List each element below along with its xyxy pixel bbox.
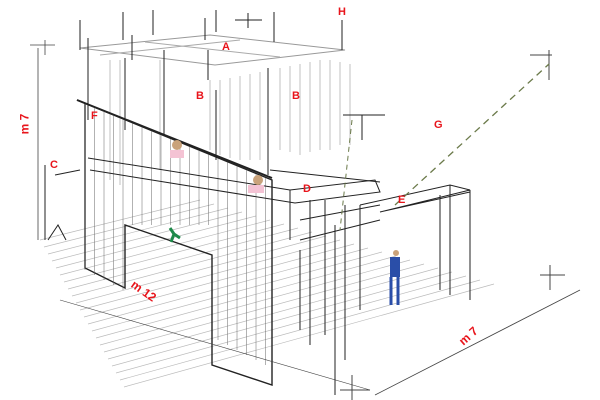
floor-line <box>75 235 327 304</box>
floor-line <box>63 223 285 283</box>
dashed-line-g <box>394 63 550 206</box>
floor-line <box>39 199 201 241</box>
floor-line <box>79 239 341 311</box>
label-d: D <box>303 183 311 195</box>
floor-line <box>83 243 355 318</box>
floor-line <box>87 247 369 325</box>
floor-line <box>95 255 397 339</box>
label-h: H <box>338 6 346 18</box>
dashed-line-d <box>339 119 353 231</box>
floor-line <box>59 219 271 276</box>
floor-line <box>43 203 215 248</box>
floor-line <box>103 263 425 353</box>
floor-line <box>111 271 453 367</box>
person-figures <box>168 140 400 305</box>
floor-line <box>51 211 243 262</box>
label-f: F <box>91 110 98 122</box>
label-c: C <box>50 159 58 171</box>
label-b-left: B <box>196 90 204 102</box>
dimension-height: m 7 <box>17 113 32 135</box>
label-b-right: B <box>292 90 300 102</box>
floor-line <box>123 283 495 388</box>
label-e: E <box>398 194 406 206</box>
floor-line <box>99 259 411 346</box>
frame-lines <box>30 10 581 400</box>
floor-line <box>107 267 439 360</box>
floor-line <box>47 207 229 255</box>
label-a: A <box>222 41 230 53</box>
floor-hatching <box>39 199 495 388</box>
label-g: G <box>434 119 443 131</box>
floor-line <box>71 231 313 297</box>
floor-line <box>55 215 257 269</box>
floor-line <box>67 227 299 290</box>
floor-line <box>115 275 467 374</box>
